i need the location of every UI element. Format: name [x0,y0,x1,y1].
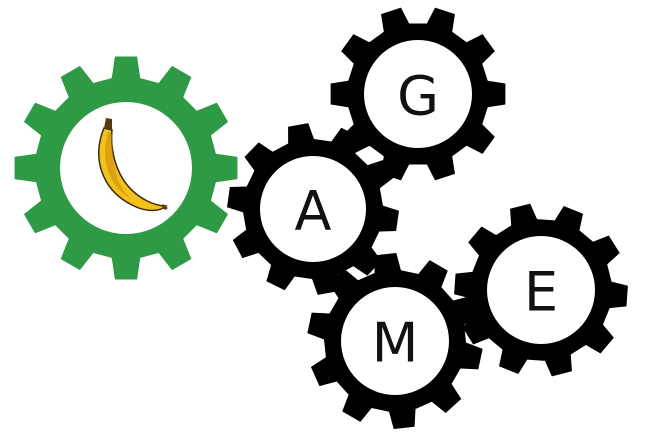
gear-a-letter: A [295,180,332,243]
banana-icon [98,118,168,212]
gear-g: G [330,7,506,181]
banana-body [98,127,168,212]
banana-shade [105,132,132,200]
gear-e-letter: E [524,261,558,324]
banana-stem [104,118,112,130]
gear-e: E [454,203,628,377]
gear-m-letter: M [372,312,419,375]
gear-e-face [487,236,595,344]
banana-gear [14,56,238,280]
gear-a-face [260,156,366,262]
banana-tip [161,204,168,210]
gear-g-face [364,40,472,148]
gear-g-letter: G [397,65,439,128]
gear-m: M [307,253,483,429]
banana-gear-face [60,102,192,234]
gear-a: A [227,123,399,295]
gear-m-face [341,287,449,395]
